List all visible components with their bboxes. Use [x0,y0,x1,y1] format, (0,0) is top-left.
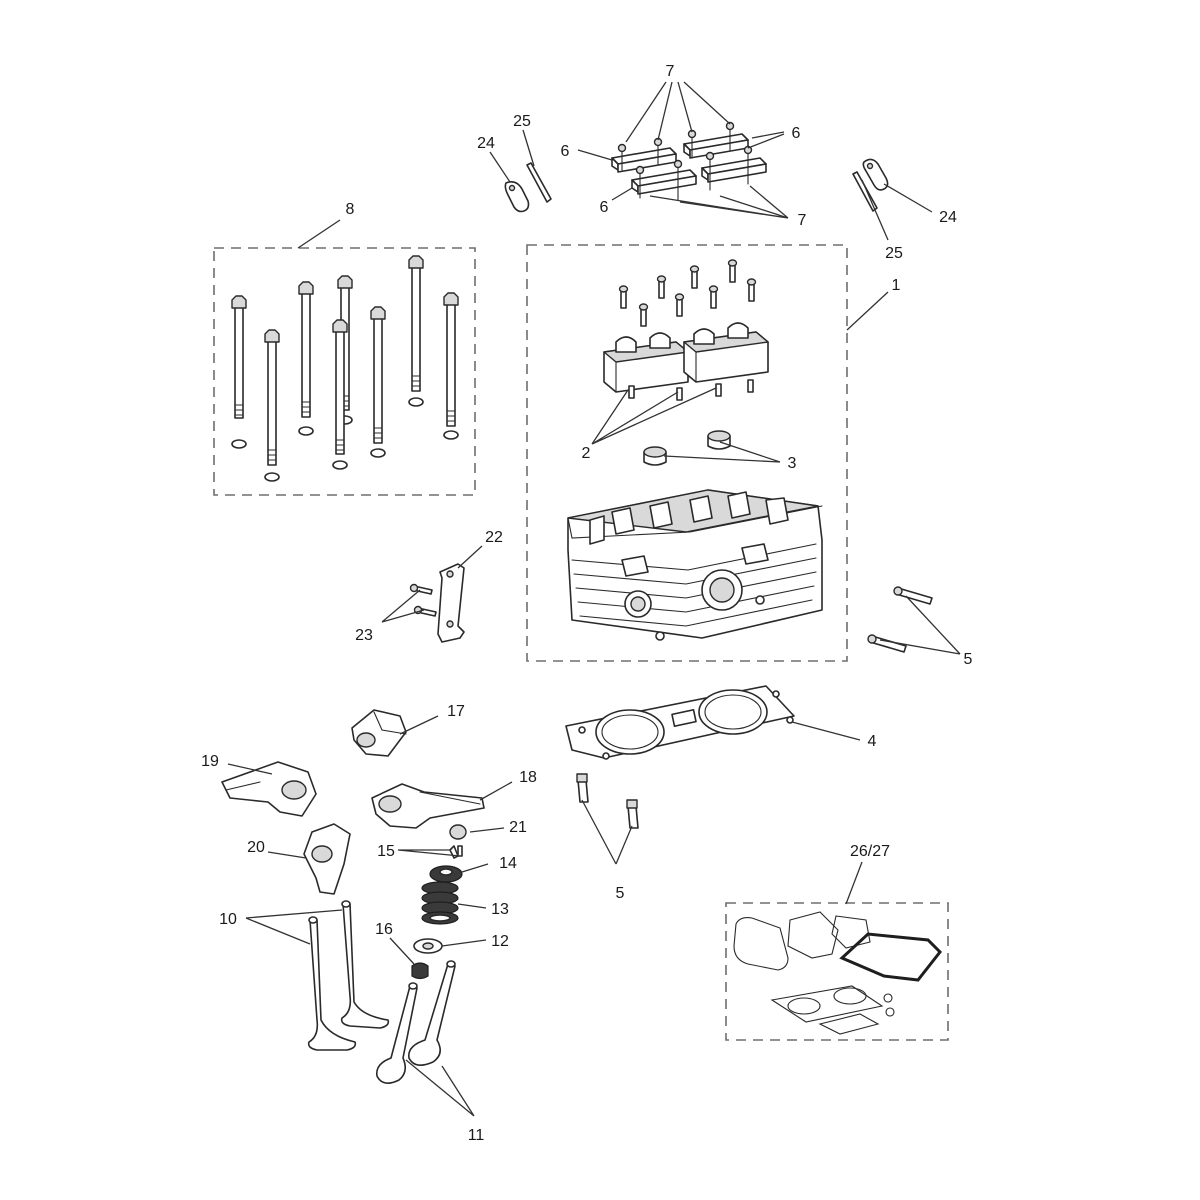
callout-13: 13 [491,901,509,918]
callout-15: 15 [377,843,395,860]
callout-24-left: 24 [477,135,495,152]
callout-6-right: 6 [792,125,801,142]
callout-10: 10 [219,911,237,928]
callout-2: 2 [582,445,591,462]
valve-exhaust-b [408,960,456,1066]
tensioner-link-right [862,158,889,191]
callout-11: 11 [468,1127,485,1144]
rocker-17 [351,709,407,757]
callout-8: 8 [346,201,355,218]
callout-6-lower: 6 [600,199,609,216]
head-bolt [408,255,424,407]
callout-17: 17 [447,703,465,720]
callout-26-27: 26/27 [850,843,890,860]
cylinder-head [567,489,823,641]
callout-14: 14 [499,855,517,872]
callout-4: 4 [868,733,877,750]
callout-7-bottom: 7 [798,212,807,229]
head-gasket [565,685,795,760]
callout-25-right: 25 [885,245,903,262]
cam-cap [611,137,677,173]
leader-lines [227,81,961,1117]
callout-5-lower: 5 [616,885,625,902]
callout-3: 3 [788,455,797,472]
stem-seal [411,962,429,980]
callout-21: 21 [509,819,527,836]
rocker-20 [303,823,351,895]
head-bolt [332,319,348,470]
spring-seat [413,938,443,954]
gasket-kit [733,911,943,1035]
group-box-26-27 [725,902,949,1041]
head-bolt [370,306,386,458]
callout-18: 18 [519,769,537,786]
mounting-bracket [437,563,465,643]
callout-labels: 7 6 6 6 7 25 24 24 25 8 1 2 3 22 23 5 4 … [201,63,972,1144]
bracket-bolts [409,583,437,617]
valve-spring [421,881,459,925]
cam-cap-bolts [618,259,757,327]
callout-24-right: 24 [939,209,957,226]
valve-inlet-b [340,900,390,1029]
head-bolt [231,295,247,449]
callout-23: 23 [355,627,373,644]
group-box-8 [213,247,476,496]
callout-5-upper: 5 [964,651,973,668]
cam-cap [701,145,767,191]
rocker-19 [221,761,317,817]
plugs [643,430,731,466]
group-box-1 [526,244,848,662]
callout-22: 22 [485,529,503,546]
callout-16: 16 [375,921,393,938]
callout-7-top: 7 [666,63,675,80]
head-studs [867,586,933,653]
rocker-18 [371,783,485,829]
cam-cap [683,121,749,159]
head-bolt [298,281,314,436]
callout-20: 20 [247,839,265,856]
callout-25-left: 25 [513,113,531,130]
dowels [628,379,754,401]
valve-exhaust-a [375,982,418,1084]
callout-12: 12 [491,933,509,950]
callout-19: 19 [201,753,219,770]
cam-caps [611,121,767,201]
callout-1: 1 [892,277,901,294]
valve-cap [449,824,467,840]
tensioner-link-left [504,181,530,213]
tensioner-pin-left [526,162,552,203]
callout-6-left: 6 [561,143,570,160]
cam-cap [631,159,697,201]
lower-studs [576,773,639,829]
head-bolt [443,292,459,440]
cam-carriers [603,322,769,393]
spring-retainer [429,865,463,883]
head-bolt [264,329,280,482]
valve-inlet-a [307,916,357,1051]
head-bolts [231,255,459,482]
